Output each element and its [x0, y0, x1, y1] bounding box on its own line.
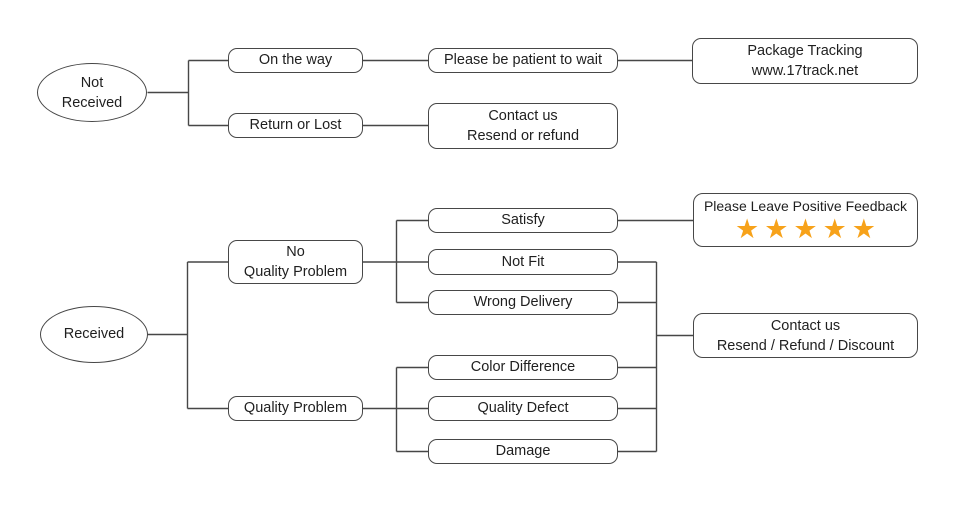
node-label-line: Contact us	[488, 108, 558, 124]
node-label-line: Resend or refund	[466, 128, 580, 144]
node-label: Quality Defect	[477, 400, 569, 416]
node-positive-feedback: Please Leave Positive Feedback ★★★★★	[693, 193, 918, 247]
node-satisfy: Satisfy	[428, 208, 618, 233]
node-no-quality-problem: No Quality Problem	[228, 240, 363, 284]
node-label-line: Package Tracking	[747, 43, 863, 59]
node-label-line: Resend / Refund / Discount	[716, 337, 895, 354]
tracking-url: www.17track.net	[751, 63, 859, 79]
node-contact-us-resend-or-refund: Contact us Resend or refund	[428, 103, 618, 149]
feedback-title: Please Leave Positive Feedback	[703, 198, 908, 214]
node-label: Please be patient to wait	[444, 52, 602, 68]
node-label: Received	[63, 326, 125, 342]
node-not-received: Not Received	[37, 63, 147, 122]
node-label: Satisfy	[501, 212, 545, 228]
node-label: Damage	[495, 443, 551, 459]
node-contact-us-resend-refund-discount: Contact us Resend / Refund / Discount	[693, 313, 918, 358]
node-label: Quality Problem	[243, 400, 348, 416]
node-on-the-way: On the way	[228, 48, 363, 73]
node-label: Return or Lost	[249, 117, 342, 133]
connector-path	[147, 59, 693, 453]
node-damage: Damage	[428, 439, 618, 464]
star-rating-icons: ★★★★★	[734, 214, 882, 245]
node-wrong-delivery: Wrong Delivery	[428, 290, 618, 315]
node-please-be-patient: Please be patient to wait	[428, 48, 618, 73]
node-label-line: Received	[61, 94, 123, 111]
node-received: Received	[40, 306, 148, 363]
node-label-line: Contact us	[770, 317, 841, 334]
node-quality-defect: Quality Defect	[428, 396, 618, 421]
node-label: Not Fit	[501, 253, 545, 270]
node-label: Color Difference	[470, 359, 576, 375]
node-quality-problem: Quality Problem	[228, 396, 363, 421]
node-label: On the way	[258, 52, 333, 68]
node-return-or-lost: Return or Lost	[228, 113, 363, 138]
node-label: Wrong Delivery	[473, 294, 573, 310]
node-package-tracking: Package Tracking www.17track.net	[692, 38, 918, 84]
node-label-line: Quality Problem	[243, 264, 348, 280]
node-label-line: No	[286, 244, 305, 260]
node-not-fit: Not Fit	[428, 249, 618, 275]
node-color-difference: Color Difference	[428, 355, 618, 380]
node-label-line: Not	[80, 74, 104, 91]
